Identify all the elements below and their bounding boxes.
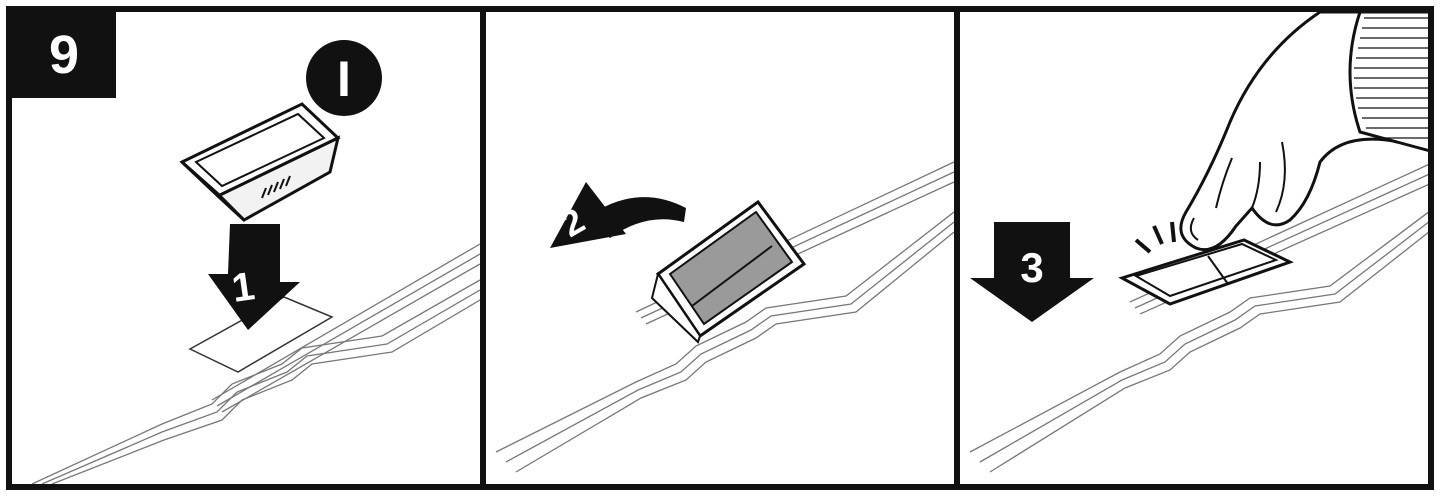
phase-symbol: I (306, 40, 382, 116)
step-3-label: 3 (1020, 244, 1043, 291)
bin-icon (182, 104, 338, 220)
down-arrow-icon: 3 (970, 222, 1094, 322)
bin-icon (652, 202, 804, 342)
panel-3-drawing: 3 (960, 12, 1434, 484)
panel-1: 1 I 9 (6, 6, 486, 490)
click-mark-icon (1136, 222, 1174, 252)
panel-2: 2 (480, 6, 960, 490)
curved-arrow-icon: 2 (550, 182, 686, 248)
phase-symbol-label: I (337, 51, 351, 107)
hand-icon (1181, 12, 1434, 250)
figure-number-badge: 9 (12, 12, 116, 98)
panel-2-drawing: 2 (486, 12, 954, 484)
panel-3: 3 (954, 6, 1434, 490)
